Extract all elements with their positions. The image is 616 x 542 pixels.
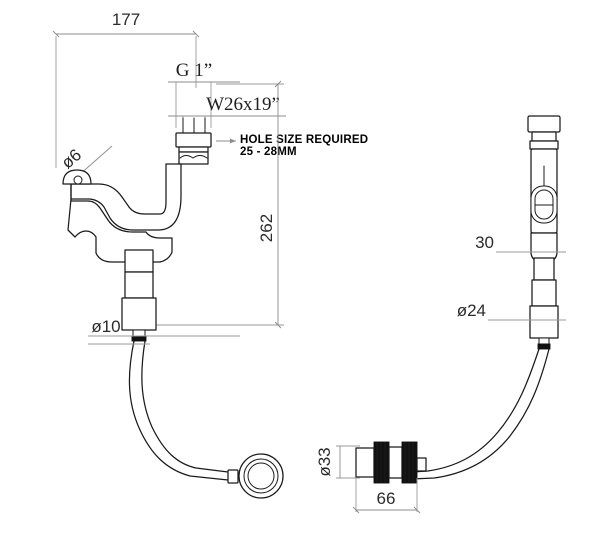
dimension-label-dia24: ø24 [457,301,486,320]
dimension-connector-dia: ø33 [315,445,360,479]
side-top-cap [527,115,561,133]
connector-hose-stub [416,457,427,472]
pivot-hole [73,175,83,185]
body-section-1 [124,249,154,273]
side-section-2 [531,279,557,307]
note-hole-size: HOLE SIZE REQUIRED 25 - 28MM [216,134,368,158]
dimension-label-177: 177 [112,10,140,29]
dimension-overall-height: 262 [150,80,284,329]
spray-head-neck [227,469,239,484]
hose-right-outer [411,348,540,473]
dimension-label-66: 66 [377,489,396,508]
dimension-label-g1: G 1” [176,60,212,81]
dimension-label-262: 262 [257,214,276,242]
hose-connector [355,441,427,484]
dimension-hose-dia: ø10 [88,317,240,345]
dimension-body-dia: ø24 [457,301,566,321]
side-hose-ferrule [537,343,551,350]
spray-head [227,453,284,499]
dimension-connector-length: 66 [352,478,421,514]
hose-outlet-nipple [132,329,146,337]
connector-knurled-nut-1 [373,441,390,484]
note-hole-size-line2: 25 - 28MM [240,146,297,158]
side-washer [529,140,559,150]
flange-washer [178,146,209,153]
mounting-flange [175,132,212,148]
lever-handle-body [67,183,173,263]
dimension-label-30: 30 [475,233,494,252]
side-hose-nipple [538,337,550,345]
dimension-thread-g1: G 1” [168,60,240,128]
dimension-label-dia10: ø10 [91,317,120,336]
dimension-label-w26x19: W26x19” [206,94,280,115]
side-cap-collar [531,131,557,142]
dimension-overall-width: 177 [52,10,200,168]
connector-barrel [355,447,375,478]
side-section-3 [529,305,559,339]
front-elevation-view [62,117,229,481]
dimension-thread-w26x19: W26x19” [168,94,286,132]
hose-outlet-ferrule [131,335,147,342]
body-section-3 [121,297,157,331]
hose-left-inner [141,340,229,473]
dimension-lever-offset: 30 [475,233,566,253]
dimension-label-dia6: ø6 [58,145,85,172]
hose-right-inner [411,348,550,480]
connector-hex-body [388,446,403,479]
hose-left-outer [128,340,229,481]
note-hole-size-line1: HOLE SIZE REQUIRED [240,134,368,146]
spray-head-inner-ring [247,462,275,490]
side-elevation-view [411,115,561,480]
dimension-label-dia33: ø33 [315,447,334,476]
body-section-2 [124,271,154,299]
side-section-1 [533,257,555,281]
connector-knurled-nut-2 [401,441,418,484]
